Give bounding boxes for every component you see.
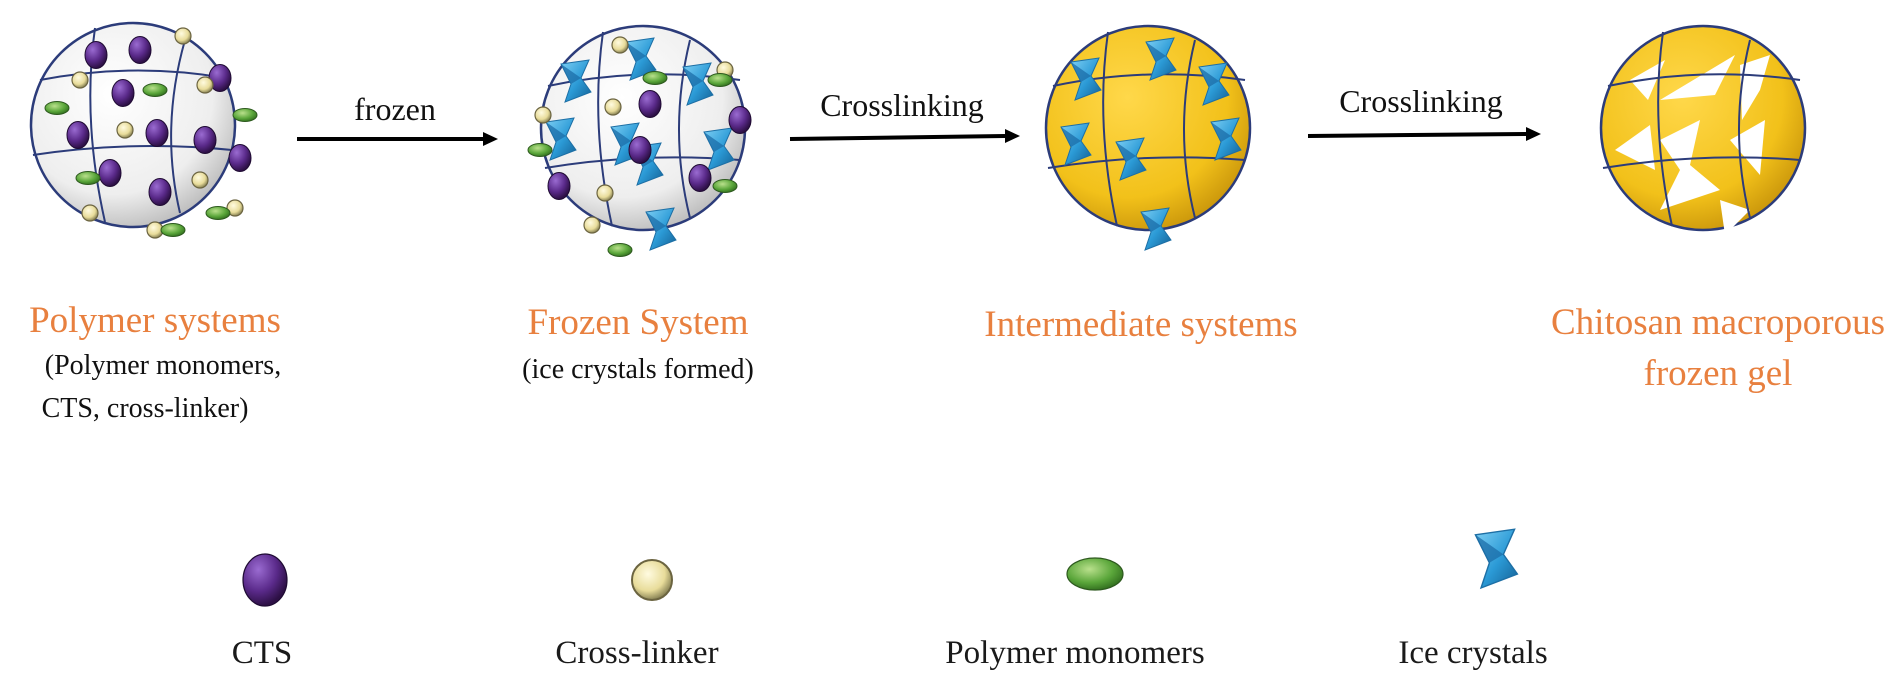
legend: CTS Cross-linker Polymer monomers Ice cr…: [232, 528, 1548, 671]
frozen-arrow-head: [483, 132, 498, 146]
stage-2-sub-line-1: (ice crystals formed): [522, 354, 754, 385]
cross-linker-particle-icon: [631, 559, 673, 601]
chitosan-gel-sphere: [1599, 24, 1807, 235]
stage-1-sub-line-2: CTS, cross-linker): [42, 393, 249, 424]
crosslinking-arrow-2-head: [1526, 127, 1541, 141]
legend-label-polymer-monomers: Polymer monomers: [945, 635, 1204, 671]
stage-2-title: Frozen System: [528, 302, 749, 343]
legend-label-ice-crystals: Ice crystals: [1398, 635, 1547, 671]
stage-1-title: Polymer systems: [29, 300, 281, 341]
arrow-label-crosslinking-1: Crosslinking: [820, 87, 984, 123]
cts-particle-icon: [242, 553, 288, 607]
polymer-monomer-particle-icon: [1066, 557, 1124, 591]
frozen-system-sphere: [527, 24, 752, 257]
intermediate-system-sphere: [1044, 24, 1252, 251]
legend-label-cross-linker: Cross-linker: [555, 635, 718, 671]
stage-3-title: Intermediate systems: [984, 304, 1297, 345]
stage-4-title-line-2: frozen gel: [1644, 353, 1793, 394]
crosslinking-arrow-1: [789, 134, 1006, 141]
legend-label-cts: CTS: [232, 635, 293, 671]
crosslinking-arrow-2: [1307, 132, 1527, 138]
stage-4-title-line-1: Chitosan macroporous: [1551, 302, 1885, 343]
ice-crystal-icon: [1474, 528, 1519, 590]
arrow-label-frozen: frozen: [354, 91, 436, 127]
arrow-label-crosslinking-2: Crosslinking: [1339, 83, 1503, 119]
polymer-system-sphere: [29, 21, 258, 239]
crosslinking-arrow-1-head: [1005, 129, 1020, 143]
stage-1-sub-line-1: (Polymer monomers,: [45, 350, 281, 381]
